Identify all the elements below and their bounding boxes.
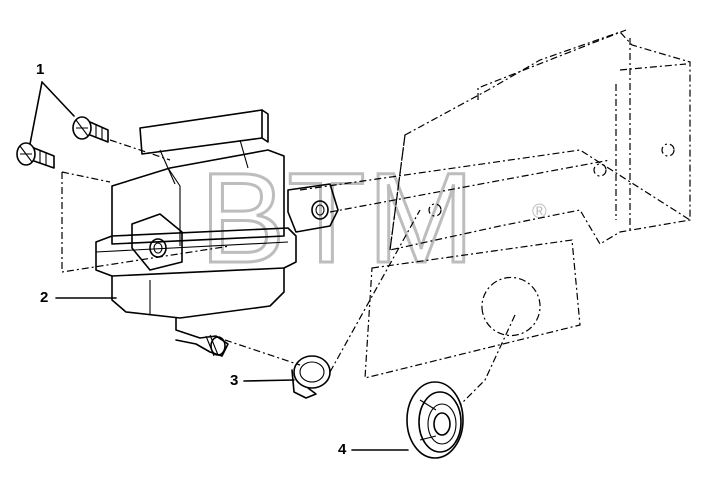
callout-4: 4 [338, 441, 347, 458]
watermark: BTM ® [199, 146, 548, 292]
callout-leaders [29, 81, 409, 451]
hose-clamp [291, 355, 331, 399]
grommet [406, 381, 464, 459]
bolt-upper [72, 116, 109, 143]
callout-1: 1 [36, 61, 45, 78]
bolt-lower [16, 142, 55, 169]
callout-2: 2 [40, 289, 49, 306]
callout-3: 3 [230, 372, 239, 389]
watermark-text: BTM [200, 147, 476, 290]
reservoir [95, 109, 339, 357]
assembly-lines [61, 139, 691, 406]
mounting-bracket [364, 29, 691, 379]
